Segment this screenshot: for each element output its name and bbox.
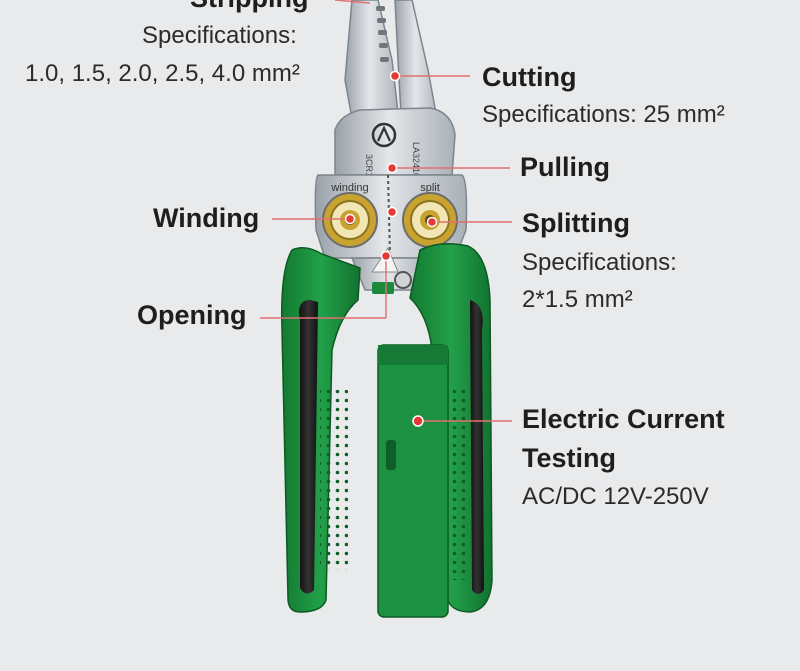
brand-logo-icon [371,122,397,148]
engraving-2: 3CR13 [364,154,374,182]
stripping-spec-values: 1.0, 1.5, 2.0, 2.5, 4.0 mm² [25,60,300,87]
split-engraved-label: split [420,182,440,194]
splitting-spec-heading: Specifications: [522,249,677,276]
testing-title-line2: Testing [522,443,616,473]
winding-engraved-label: winding [330,182,368,194]
pliers-joint [334,107,456,176]
pliers-jaws [344,0,441,136]
cutting-spec: Specifications: 25 mm² [482,101,725,128]
spring-lock-icon [394,271,412,289]
cutting-title: Cutting [482,62,577,92]
stripping-spec-heading: Specifications: [142,22,297,49]
left-handle [280,247,361,613]
splitting-spec-value: 2*1.5 mm² [522,286,633,313]
opening-title: Opening [137,300,247,330]
splitting-title: Splitting [522,208,630,238]
voltage-tester-body [377,344,449,618]
leader-lines [260,0,512,422]
feature-markers [344,70,438,427]
winding-title: Winding [153,203,260,233]
engraving-1: LA324108 [411,142,421,183]
testing-title-line1: Electric Current [522,404,725,434]
pulling-title: Pulling [520,152,610,182]
testing-spec: AC/DC 12V-250V [522,483,709,510]
stripping-title: Stripping [190,0,308,14]
